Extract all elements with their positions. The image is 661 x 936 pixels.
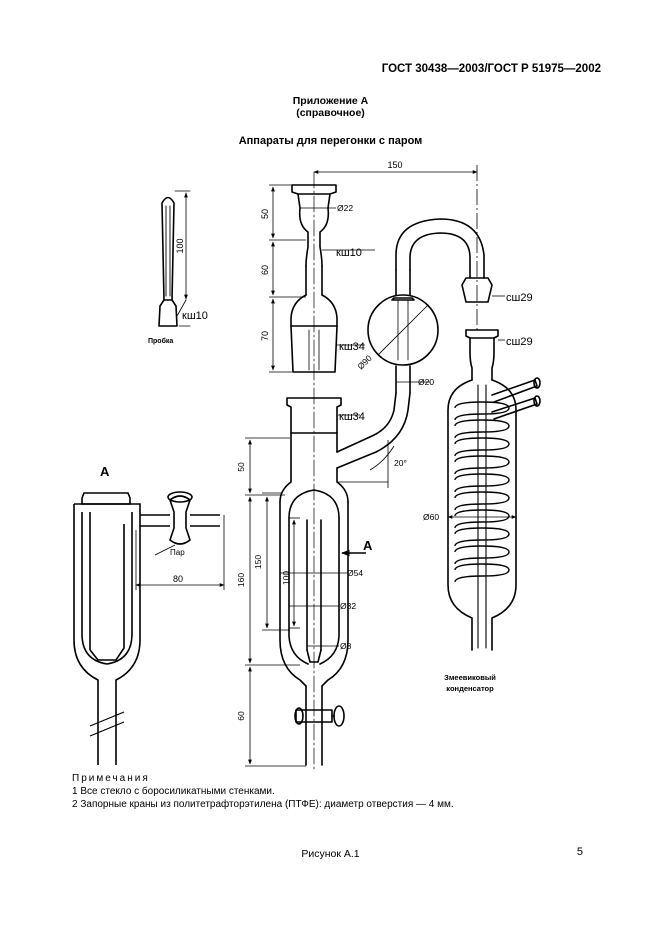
coil-turn [454, 563, 510, 583]
note-item: 1 Все стекло с боросиликатными стенками. [72, 786, 275, 797]
notes-heading: Примечания [72, 773, 150, 784]
label-diam-22: Ø22 [337, 203, 353, 213]
stopper-drawing [158, 196, 178, 327]
label-dim-70: 70 [260, 331, 270, 341]
label-dim-50-mid: 50 [236, 462, 246, 472]
label-sh29-upper: сш29 [506, 292, 533, 304]
page-number: 5 [576, 846, 583, 858]
label-diam-54: Ø54 [347, 568, 363, 578]
label-diam-20: Ø20 [418, 377, 434, 387]
label-stopper: Пробка [148, 337, 173, 345]
coil-turn [454, 455, 510, 475]
label-diam-90: Ø90 [355, 353, 374, 372]
coil-turn [454, 545, 510, 565]
note-item: 2 Запорные краны из политетрафторэтилена… [72, 799, 454, 810]
label-dim-60-bottom: 60 [236, 711, 246, 721]
label-diam-8: Ø8 [340, 641, 352, 651]
label-dim-160: 160 [236, 573, 246, 587]
label-dim-100-mid: 100 [281, 571, 291, 585]
label-sh29-lower: сш29 [506, 336, 533, 348]
label-dim-60-top: 60 [260, 265, 270, 275]
coil-turn [454, 437, 510, 457]
coil-turn [454, 527, 510, 547]
label-condenser-line2: конденсатор [446, 684, 494, 693]
label-dim-150-mid: 150 [253, 555, 263, 569]
label-dim-50-top: 50 [260, 209, 270, 219]
figure-title: Аппараты для перегонки с паром [238, 135, 423, 147]
label-steam: Пар [170, 548, 185, 557]
annex-heading: Приложение А (справочное) [0, 95, 661, 119]
label-dim-80: 80 [173, 574, 183, 584]
coil-turn [454, 473, 510, 493]
label-ksh34-lower: кш34 [339, 411, 365, 423]
label-diam-32: Ø32 [340, 601, 356, 611]
label-dim-150-top: 150 [387, 160, 402, 170]
label-arrow-a: А [363, 538, 373, 553]
label-ksh34-upper: кш34 [339, 341, 365, 353]
coil-turn [454, 401, 510, 421]
label-diam-60: Ø60 [423, 512, 439, 522]
notes-block: Примечания 1 Все стекло с боросиликатным… [72, 772, 454, 811]
label-ksh10-top: кш10 [336, 247, 362, 259]
standard-header: ГОСТ 30438—2003/ГОСТ Р 51975—2002 [381, 63, 601, 75]
label-dim-100-stopper: 100 [175, 238, 185, 253]
view-a-drawing [73, 491, 220, 765]
annex-title: Приложение А [292, 95, 369, 107]
figure-caption: Рисунок А.1 [301, 848, 360, 860]
coil-turn [454, 491, 510, 511]
coil-turn [454, 509, 510, 529]
label-view-a: А [100, 464, 110, 479]
annex-note: (справочное) [296, 107, 365, 119]
label-ksh10-stopper: кш10 [182, 310, 208, 322]
coil-turn [454, 419, 510, 439]
label-angle-20: 20° [394, 458, 407, 468]
label-condenser-line1: Змеевиковый [444, 673, 496, 682]
